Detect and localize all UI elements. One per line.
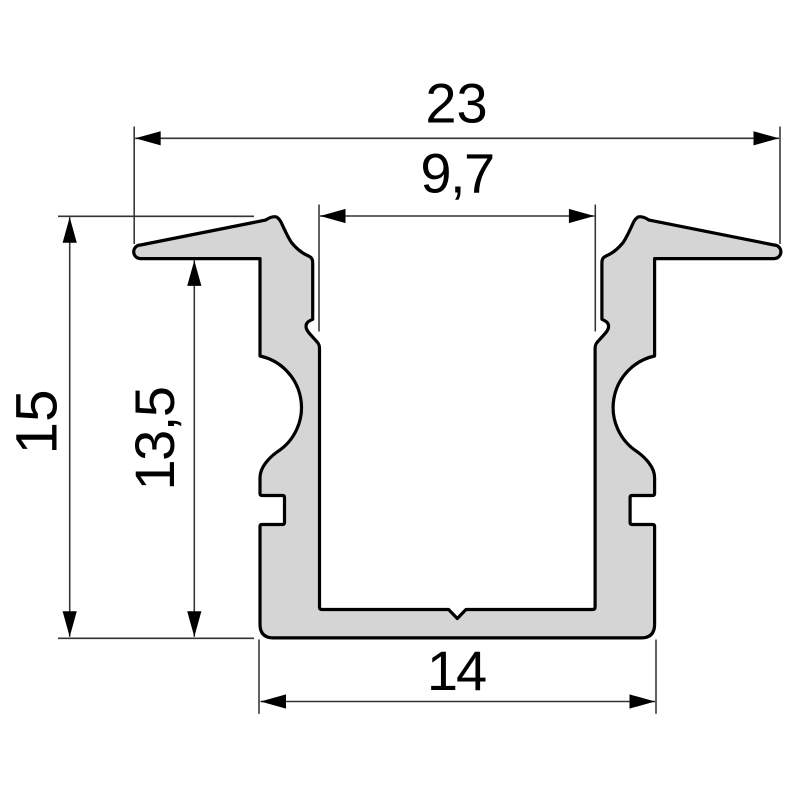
svg-text:13,5: 13,5: [123, 388, 186, 491]
svg-text:15: 15: [5, 389, 70, 454]
svg-text:14: 14: [427, 639, 486, 702]
svg-text:9,7: 9,7: [420, 141, 493, 204]
svg-text:23: 23: [425, 72, 487, 135]
